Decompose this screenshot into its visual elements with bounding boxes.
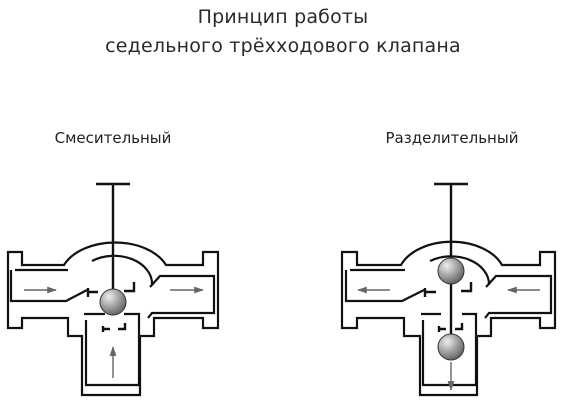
- diverting-inner-left-wall: [344, 270, 425, 303]
- diverting-valve-label: Разделительный: [385, 129, 519, 147]
- ball-plug-icon: [437, 333, 465, 361]
- diverting-seat-upper: [423, 282, 473, 297]
- title-line-2: седельного трёхходового клапана: [105, 35, 461, 57]
- mixing-inner-right-upper: [91, 254, 154, 286]
- mixing-inner-right-channel: [147, 274, 216, 319]
- diverting-valve-body: [340, 240, 557, 397]
- mixing-stem: [96, 182, 130, 302]
- diverting-inner-right-channel: [484, 274, 553, 319]
- diverting-seat-lower: [437, 323, 464, 332]
- mixing-inner-bottom-channel: [84, 312, 141, 387]
- ball-plug-icon: [99, 288, 127, 316]
- mixing-seat-upper: [86, 282, 136, 297]
- title-line-1: Принцип работы: [197, 6, 369, 28]
- diverting-valve: [340, 182, 557, 397]
- mixing-valve: [6, 182, 220, 397]
- mixing-seat-lower: [101, 323, 127, 332]
- mixing-inner-left-wall: [9, 270, 88, 303]
- mixing-valve-label: Смесительный: [54, 129, 172, 147]
- ball-plug-icon: [437, 257, 465, 285]
- diverting-inner-bottom-channel: [421, 312, 478, 387]
- diverting-inner-right-upper: [429, 255, 491, 286]
- mixing-valve-body: [6, 241, 220, 397]
